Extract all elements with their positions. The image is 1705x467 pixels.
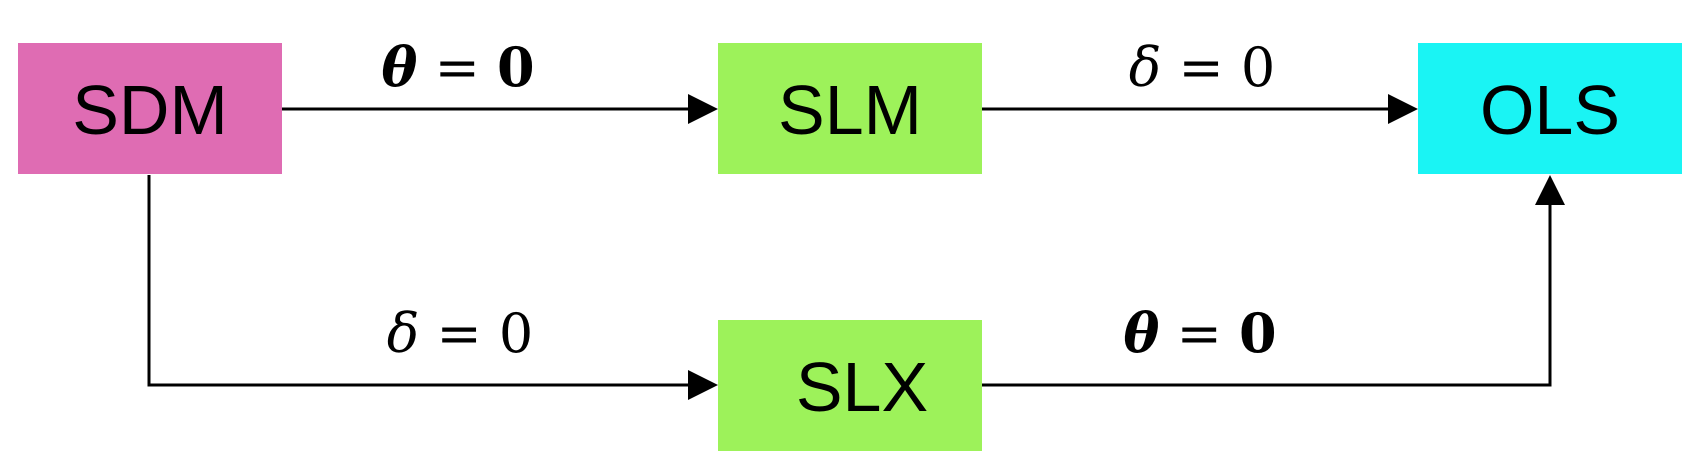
node-slx-box [718, 320, 982, 451]
node-slx-label: SLX [796, 348, 928, 426]
node-sdm: SDM [18, 43, 282, 174]
edge-sdm-to-slm-symbol: θ [381, 35, 417, 99]
edge-slm-to-ols-label: δ = 0 [1129, 36, 1275, 99]
node-slx: SLX [718, 320, 982, 451]
node-sdm-box [18, 43, 282, 174]
node-ols: OLS [1418, 43, 1682, 174]
edge-slm-to-ols-arrowhead [1388, 94, 1418, 124]
edge-slm-to-ols-symbol: δ [1129, 36, 1162, 99]
edge-sdm-to-slm-arrowhead [688, 94, 718, 124]
edges [147, 94, 1565, 400]
edge-sdm-to-slm-value: 0 [497, 35, 535, 99]
edge-slx-to-ols-line [982, 205, 1552, 387]
edge-labels: θ = 0 δ = 0 δ = 0 θ = 0 [381, 35, 1276, 365]
edge-sdm-to-slx-label: δ = 0 [387, 302, 533, 365]
edge-sdm-to-slx-arrowhead [688, 370, 718, 400]
node-ols-label: OLS [1480, 71, 1620, 149]
edge-slx-to-ols-value: 0 [1239, 301, 1277, 365]
edge-sdm-to-slx-line [147, 175, 690, 387]
node-sdm-label: SDM [72, 71, 228, 149]
node-ols-box [1418, 43, 1682, 174]
edge-sdm-to-slx-operator: = [419, 302, 499, 365]
edge-slx-to-ols-operator: = [1159, 302, 1239, 365]
edge-slx-to-ols-label: θ = 0 [1123, 301, 1276, 365]
edge-slm-to-ols-value: 0 [1241, 36, 1275, 99]
edge-sdm-to-slx-symbol: δ [387, 302, 420, 365]
node-slm-label: SLM [778, 71, 922, 149]
edge-slx-to-ols-arrowhead [1535, 175, 1565, 205]
edge-slx-to-ols-symbol: θ [1123, 301, 1159, 365]
edge-slm-to-ols-operator: = [1161, 36, 1241, 99]
node-slm: SLM [718, 43, 982, 174]
edge-sdm-to-slm-label: θ = 0 [381, 35, 534, 99]
node-slm-box [718, 43, 982, 174]
edge-sdm-to-slx-value: 0 [499, 302, 533, 365]
edge-sdm-to-slm-operator: = [417, 36, 497, 99]
